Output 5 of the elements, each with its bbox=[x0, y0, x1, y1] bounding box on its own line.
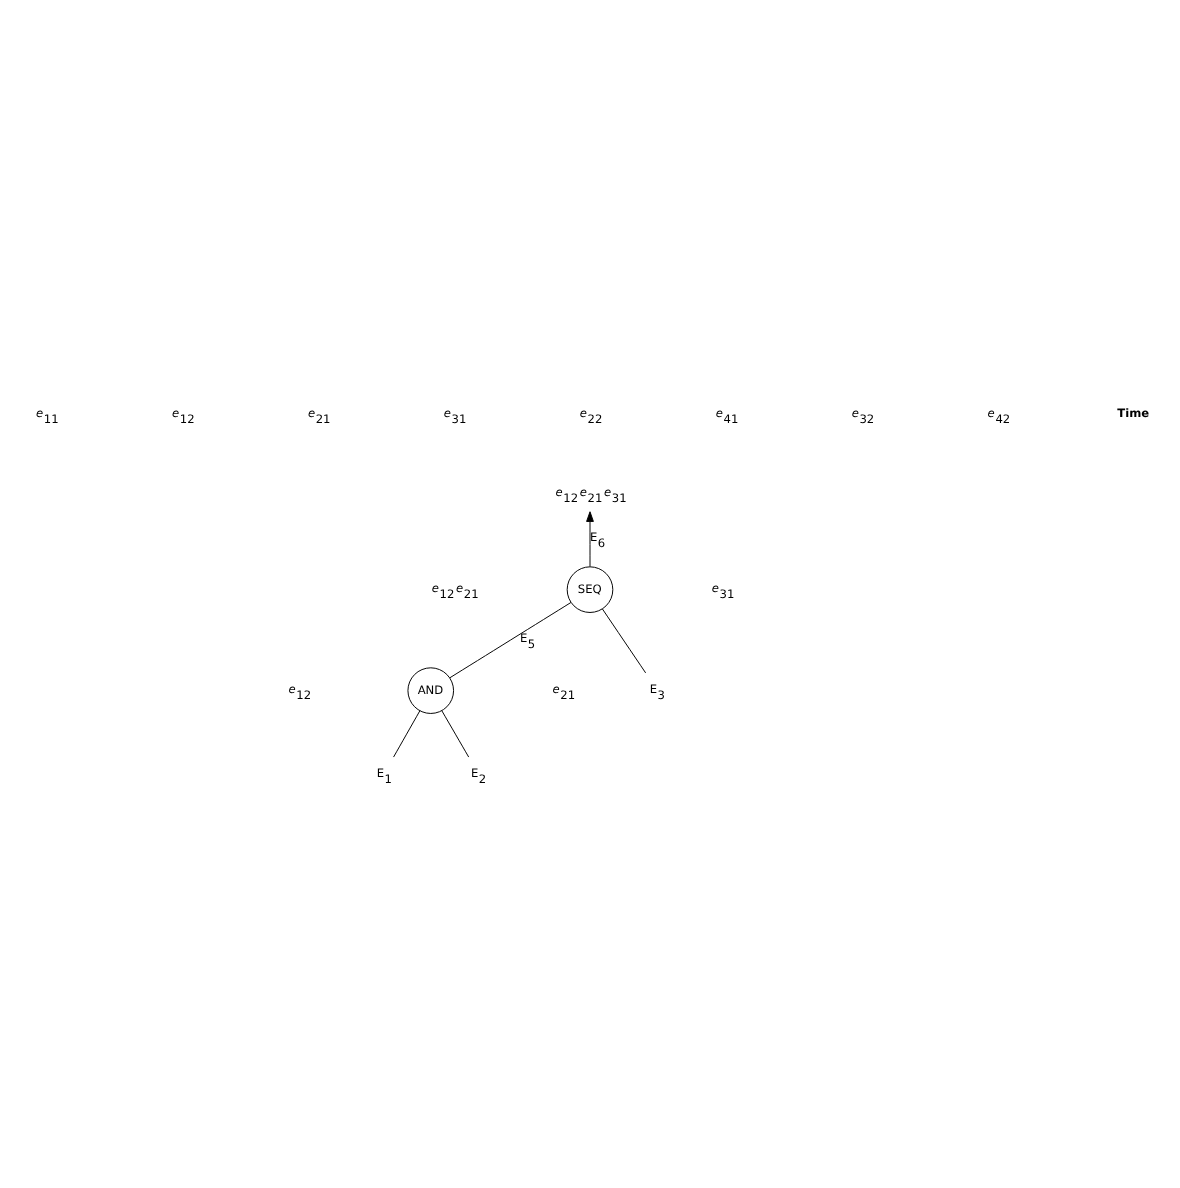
connector bbox=[441, 709, 470, 757]
connector bbox=[393, 709, 421, 757]
arrow bbox=[586, 510, 594, 566]
connector bbox=[449, 601, 572, 678]
connector bbox=[601, 607, 647, 673]
